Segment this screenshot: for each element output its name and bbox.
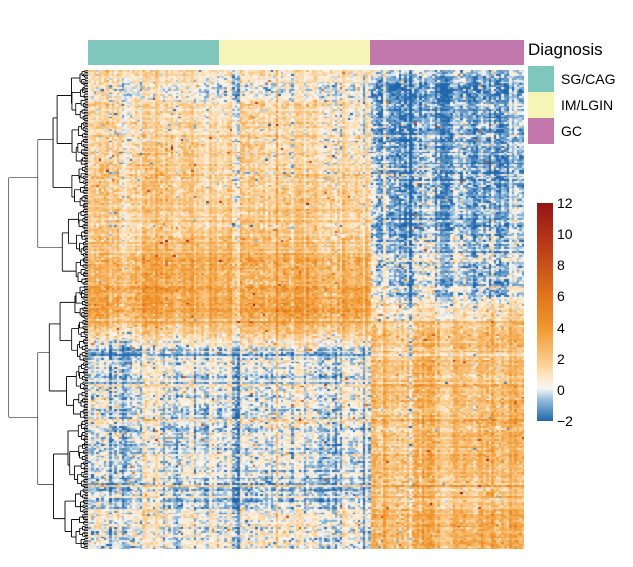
colorbar-tick: −2 [557, 413, 573, 429]
legend-swatch [528, 92, 554, 118]
annotation-segment-gc [370, 40, 524, 65]
legend-label: GC [561, 123, 582, 139]
colorbar-tick: 0 [557, 381, 565, 398]
legend-swatch [528, 118, 554, 144]
legend-title: Diagnosis [528, 40, 603, 59]
legend-item: IM/LGIN [528, 92, 633, 118]
legend-label: IM/LGIN [561, 97, 614, 113]
colorbar-tick: 4 [557, 319, 565, 336]
legend-item: GC [528, 118, 633, 144]
annotation-segment-sg-cag [88, 40, 219, 65]
row-dendrogram [8, 70, 88, 549]
colorbar-tick-labels: 12 10 8 6 4 2 0 −2 [557, 196, 597, 428]
colorbar-tick: 10 [557, 226, 573, 243]
column-annotation-bar [88, 40, 524, 65]
colorbar-tick: 2 [557, 350, 565, 367]
legend-label: SG/CAG [561, 71, 616, 87]
colorbar-tick: 6 [557, 288, 565, 305]
colorbar-gradient [537, 203, 553, 421]
colorbar-tick: 12 [557, 195, 573, 211]
diagnosis-legend: Diagnosis SG/CAG IM/LGIN GC [528, 40, 633, 144]
legend-item: SG/CAG [528, 66, 633, 92]
colorbar [537, 203, 553, 421]
legend-swatch [528, 66, 554, 92]
colorbar-tick: 8 [557, 257, 565, 274]
heatmap-matrix [88, 70, 524, 549]
annotation-segment-im-lgin [218, 40, 371, 65]
